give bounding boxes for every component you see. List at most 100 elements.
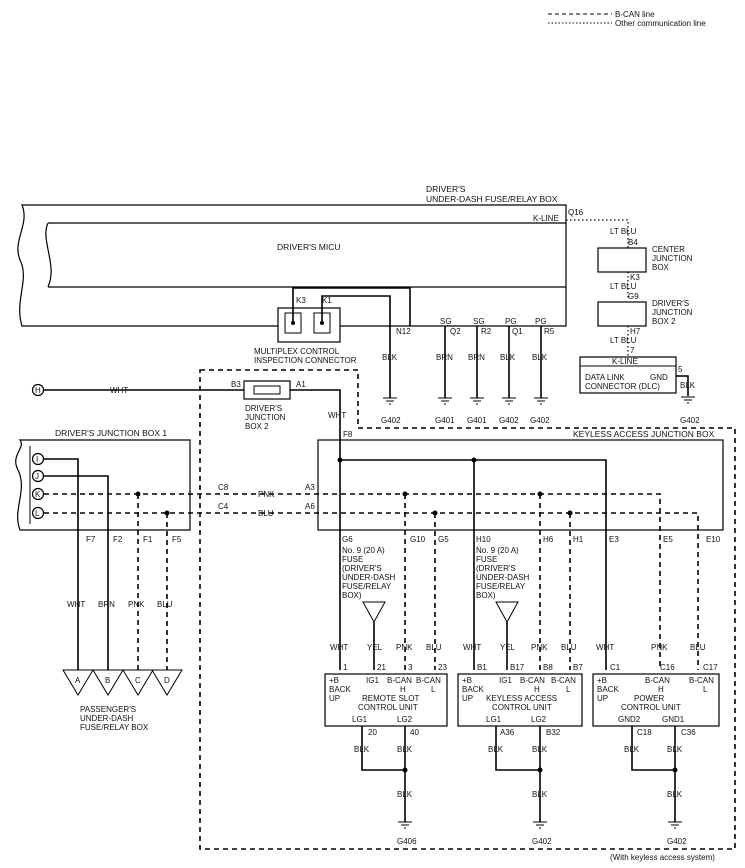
legend-bcan-label: B-CAN line <box>615 10 655 19</box>
fuse2-l1: No. 9 (20 A) <box>476 546 519 555</box>
u2-wire-1: WHT <box>463 643 481 652</box>
wire-r2-color: BRN <box>468 353 485 362</box>
ground-symbol-icon <box>668 821 682 829</box>
drivers-junction-box-2-right <box>597 301 647 327</box>
u3-g2: GND1 <box>662 715 685 724</box>
keyless-access-junction-box: KEYLESS ACCESS JUNCTION BOX G6 G10 G5 H1… <box>317 429 724 670</box>
u1-wire-1: WHT <box>330 643 348 652</box>
wire-n12-color: BLK <box>382 353 398 362</box>
u1-blk-1: BLK <box>354 745 370 754</box>
dlc-gnd: GND <box>650 373 668 382</box>
terminal-b-icon <box>92 669 124 696</box>
u1-g2: LG2 <box>397 715 413 724</box>
connector-l: L <box>35 509 40 518</box>
u1-name-1: REMOTE SLOT <box>362 694 419 703</box>
wire-q2-color: BRN <box>436 353 453 362</box>
fuse1-l2: FUSE <box>342 555 363 564</box>
u2-gp1: A36 <box>500 728 515 737</box>
pin-h1: H1 <box>573 535 584 544</box>
legend-other-label: Other communication line <box>615 19 706 28</box>
wire-a1-to-f8 <box>290 389 341 440</box>
cjb-label-1: CENTER <box>652 245 685 254</box>
kline-color-2: LT BLU <box>610 282 637 291</box>
pin-7: 7 <box>630 346 635 355</box>
data-link-connector <box>579 356 677 394</box>
u2-p3b: H <box>534 685 540 694</box>
fuse2-l4: UNDER-DASH <box>476 573 530 582</box>
u1-g1: LG1 <box>352 715 368 724</box>
ground-symbol-icon <box>470 397 484 405</box>
dlc-label-1: DATA LINK <box>585 373 625 382</box>
pg-label-1: PG <box>505 317 517 326</box>
u1-ground-id: G406 <box>397 837 417 846</box>
pdfr-label-1: PASSENGER'S <box>80 705 136 714</box>
u1-wire-4: BLU <box>426 643 442 652</box>
u1-p2: IG1 <box>366 676 379 685</box>
footer-note: (With keyless access system) <box>610 853 715 862</box>
kline-label: K-LINE <box>533 214 559 223</box>
pin-q1: Q1 <box>512 327 523 336</box>
u1-pin-1: 1 <box>343 663 348 672</box>
u3-wire-3: BLU <box>690 643 706 652</box>
connector-i-icon <box>31 452 45 466</box>
dlc-kline: K-LINE <box>612 357 638 366</box>
kline-dotted-top <box>566 219 629 248</box>
dlc-ground-wire <box>676 375 689 396</box>
wire-label-pnk: PNK <box>128 600 145 609</box>
pin-f2: F2 <box>113 535 123 544</box>
u2-p1: +B <box>462 676 472 685</box>
wire-q1-color: BLK <box>500 353 516 362</box>
bcan-lines: PNK BLU A3 A6 <box>44 483 699 670</box>
u3-ground-id: G402 <box>667 837 687 846</box>
terminal-b: B <box>105 676 110 685</box>
pin-g6: G6 <box>342 535 353 544</box>
pin-g5: G5 <box>438 535 449 544</box>
djb1-outline <box>15 439 191 531</box>
ground-symbol-icon <box>502 397 516 405</box>
u2-pin-4: B7 <box>573 663 583 672</box>
djb-label-3: BOX 2 <box>652 317 676 326</box>
u3-p1: +B <box>597 676 607 685</box>
mpx-label-2: INSPECTION CONNECTOR <box>254 356 357 365</box>
u2-blk-3: BLK <box>532 790 548 799</box>
u2-wire-2: YEL <box>500 643 516 652</box>
u2-pin-1: B1 <box>477 663 487 672</box>
ground-g402-a: G402 <box>381 416 401 425</box>
fusebox-outline <box>17 204 567 327</box>
u1-blk-2: BLK <box>397 745 413 754</box>
kline-chain: LT BLU B4 CENTER JUNCTION BOX K3 LT BLU … <box>566 219 700 425</box>
connector-i: I <box>36 455 38 464</box>
wire-label-brn: BRN <box>98 600 115 609</box>
drivers-junction-box-1: DRIVER'S JUNCTION BOX 1 I J K L C8 C4 F7… <box>15 428 229 732</box>
dlc-ground-color: BLK <box>680 381 696 390</box>
u3-wire-1: WHT <box>596 643 614 652</box>
kajb-bus <box>339 440 607 670</box>
pin-k3-cjb: K3 <box>630 273 640 282</box>
pdfr-label-2: UNDER-DASH <box>80 714 134 723</box>
pin-e3: E3 <box>609 535 619 544</box>
u2-name-1: KEYLESS ACCESS <box>486 694 557 703</box>
fuse-triangle-icon <box>495 601 519 624</box>
pin-a3: A3 <box>305 483 315 492</box>
u1-p3: B-CAN <box>387 676 412 685</box>
u3-pin-3: C17 <box>703 663 718 672</box>
pin-r5: R5 <box>544 327 555 336</box>
u3-gp2: C36 <box>681 728 696 737</box>
cjb-label-2: JUNCTION <box>652 254 693 263</box>
wire-label-blu: BLU <box>157 600 173 609</box>
pin-g9: G9 <box>628 292 639 301</box>
keyless-system-region <box>199 369 736 850</box>
pin-k3: K3 <box>296 296 306 305</box>
u3-p4b: L <box>703 685 708 694</box>
fuse2-l6: BOX) <box>476 591 496 600</box>
keyless-access-control-unit: WHT YEL PNK BLU B1 B17 B8 B7 +B BACK UP … <box>457 643 583 846</box>
ground-symbol-icon <box>398 821 412 829</box>
djb2-left-label-2: JUNCTION <box>245 413 286 422</box>
u2-name-2: CONTROL UNIT <box>492 703 552 712</box>
u2-ground-id: G402 <box>532 837 552 846</box>
connector-l-icon <box>31 506 45 520</box>
fuse1-l3: (DRIVER'S <box>342 564 382 573</box>
ground-symbol-icon <box>438 397 452 405</box>
fuse-notes: No. 9 (20 A) FUSE (DRIVER'S UNDER-DASH F… <box>342 546 530 670</box>
